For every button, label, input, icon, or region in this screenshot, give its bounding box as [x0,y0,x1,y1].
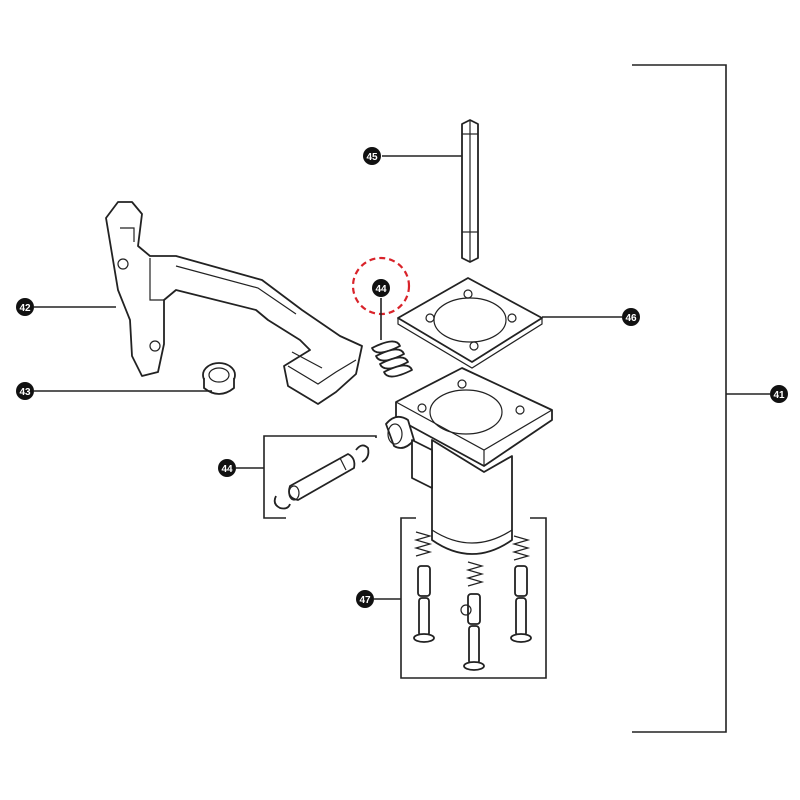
svg-text:41: 41 [773,390,785,401]
part-47-pin-center [460,593,485,671]
part-43-plug [202,362,236,395]
svg-text:44: 44 [221,464,233,475]
svg-text:46: 46 [625,313,637,324]
part-44-pin [273,444,370,510]
part-45-bar [461,119,479,263]
callout-41: 41 [770,385,788,403]
part-44-spring [371,340,413,378]
part-47-pin-left [413,565,435,643]
assembly-bracket-41 [632,64,727,733]
svg-text:42: 42 [19,303,31,314]
part-47-spring-left [413,531,433,557]
svg-text:47: 47 [359,595,371,606]
callout-42: 42 [16,298,34,316]
callout-46: 46 [622,308,640,326]
callout-44-upper: 44 [372,279,390,297]
part-47-spring-center [465,561,485,587]
callout-44-lower: 44 [218,459,236,477]
part-42-lever [105,201,363,405]
svg-text:44: 44 [375,284,387,295]
bracket-47 [400,517,547,679]
part-47-pin-right [510,565,532,643]
svg-text:45: 45 [366,152,378,163]
part-46-gasket [397,277,543,369]
bracket-44-lower [263,435,377,519]
callout-47: 47 [356,590,374,608]
part-47-spring-right [511,535,531,561]
callout-43: 43 [16,382,34,400]
svg-text:43: 43 [19,387,31,398]
part-housing [385,367,553,555]
callout-45: 45 [363,147,381,165]
